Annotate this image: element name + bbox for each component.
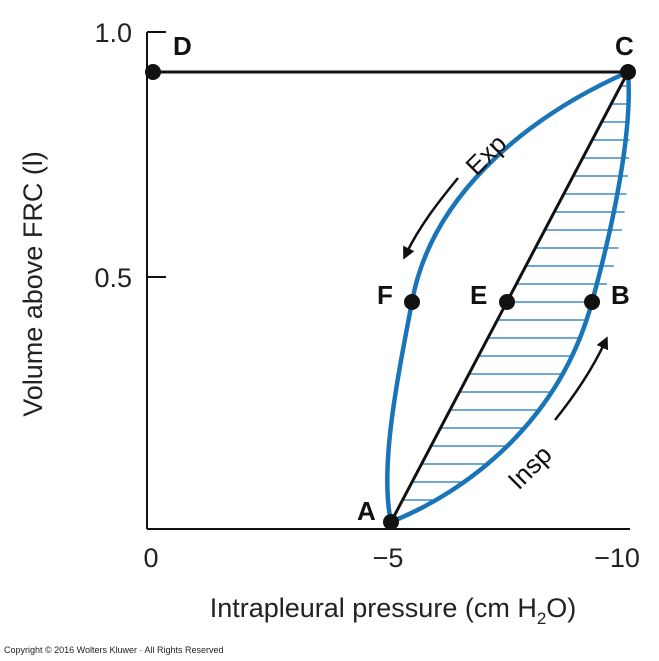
x-tick-label-10: −10 xyxy=(594,543,640,573)
point-c xyxy=(620,64,636,80)
x-tick-label-0: 0 xyxy=(143,543,158,573)
copyright-notice: Copyright © 2016 Wolters Kluwer · All Ri… xyxy=(4,645,224,655)
label-b: B xyxy=(611,280,630,310)
point-f xyxy=(404,294,420,310)
y-tick-label-05: 0.5 xyxy=(94,263,132,293)
insp-label: Insp xyxy=(502,439,558,495)
label-d: D xyxy=(173,31,192,61)
point-b xyxy=(584,294,600,310)
label-c: C xyxy=(615,31,634,61)
expiration-curve xyxy=(385,69,629,523)
exp-label: Exp xyxy=(459,128,512,181)
y-axis-title: Volume above FRC (l) xyxy=(18,151,48,417)
point-e xyxy=(499,294,515,310)
y-tick-label-1: 1.0 xyxy=(94,18,132,48)
point-a xyxy=(383,514,399,530)
label-e: E xyxy=(470,280,487,310)
label-f: F xyxy=(377,280,393,310)
x-tick-label-5: −5 xyxy=(373,543,404,573)
x-axis-title-main: Intrapleural pressure (cm H xyxy=(210,593,537,623)
insp-arrow xyxy=(554,336,609,421)
points xyxy=(145,64,636,530)
point-d xyxy=(145,64,161,80)
x-axis-title: Intrapleural pressure (cm H2O) xyxy=(210,593,577,628)
x-axis-title-end: O) xyxy=(546,593,576,623)
label-a: A xyxy=(357,496,376,526)
x-axis-title-sub: 2 xyxy=(537,609,546,628)
exp-arrow xyxy=(403,177,459,260)
